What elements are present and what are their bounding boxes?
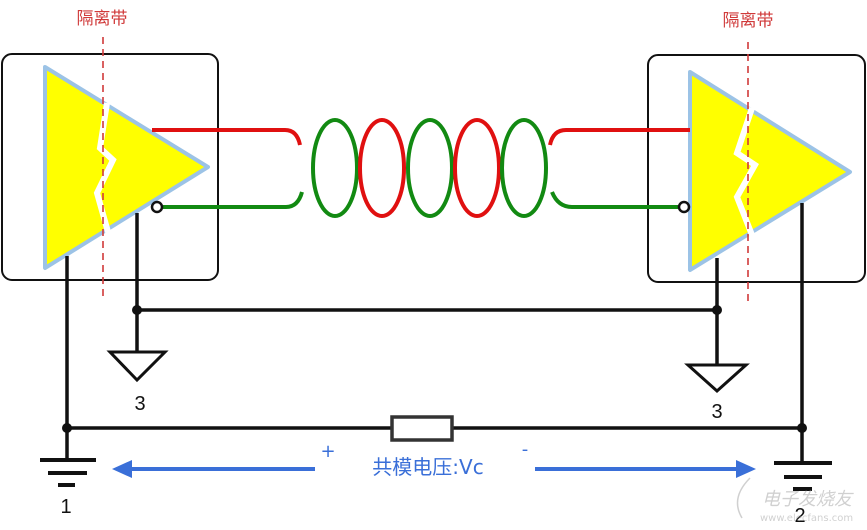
signal-ground-icon	[684, 363, 750, 394]
earth-label-1: 1	[60, 496, 71, 518]
earth-ground-icon	[774, 461, 832, 491]
right-inverting-terminal	[677, 200, 691, 214]
right-signal-ground-label: 3	[711, 401, 722, 423]
resistor	[390, 415, 454, 442]
right-isolator-box	[647, 54, 866, 283]
isolation-label-left: 隔离带	[77, 9, 128, 29]
arrow-head-left-icon	[112, 460, 132, 478]
green-wire-left	[163, 191, 304, 209]
svg-text:www.elecfans.com: www.elecfans.com	[760, 513, 853, 524]
left-signal-ground-label: 3	[134, 393, 145, 415]
red-wire-left	[152, 128, 302, 146]
left-amplifier	[43, 65, 210, 270]
common-mode-voltage-label: 共模电压:Vc	[372, 455, 483, 479]
earth-label-2: 2	[794, 505, 805, 527]
twisted-pair-loop	[500, 118, 548, 218]
left-isolator-box	[1, 53, 219, 281]
green-wire-right	[550, 191, 678, 209]
twisted-pair-loop	[358, 118, 406, 218]
isolation-label-right: 隔离带	[723, 11, 774, 31]
voltage-plus: +	[320, 441, 335, 462]
watermark-logo: 电子发烧友 www.elecfans.com	[736, 477, 854, 524]
signal-ground-icon	[106, 350, 169, 383]
twisted-pair-loop	[311, 118, 359, 218]
red-wire-right	[548, 128, 690, 146]
earth-ground-icon	[40, 458, 96, 487]
twisted-pair-loop	[453, 118, 501, 218]
right-amplifier	[688, 70, 852, 272]
twisted-pair-loop	[406, 118, 454, 218]
left-inverting-terminal	[150, 200, 164, 214]
junction-dot	[62, 423, 72, 433]
junction-dot	[797, 423, 807, 433]
junction-dot	[712, 305, 722, 315]
right-isolation-break	[733, 107, 759, 237]
voltage-minus: -	[522, 439, 529, 460]
junction-dot	[132, 305, 142, 315]
svg-text:电子发烧友: 电子发烧友	[762, 489, 854, 510]
arrow-head-right-icon	[736, 460, 756, 478]
